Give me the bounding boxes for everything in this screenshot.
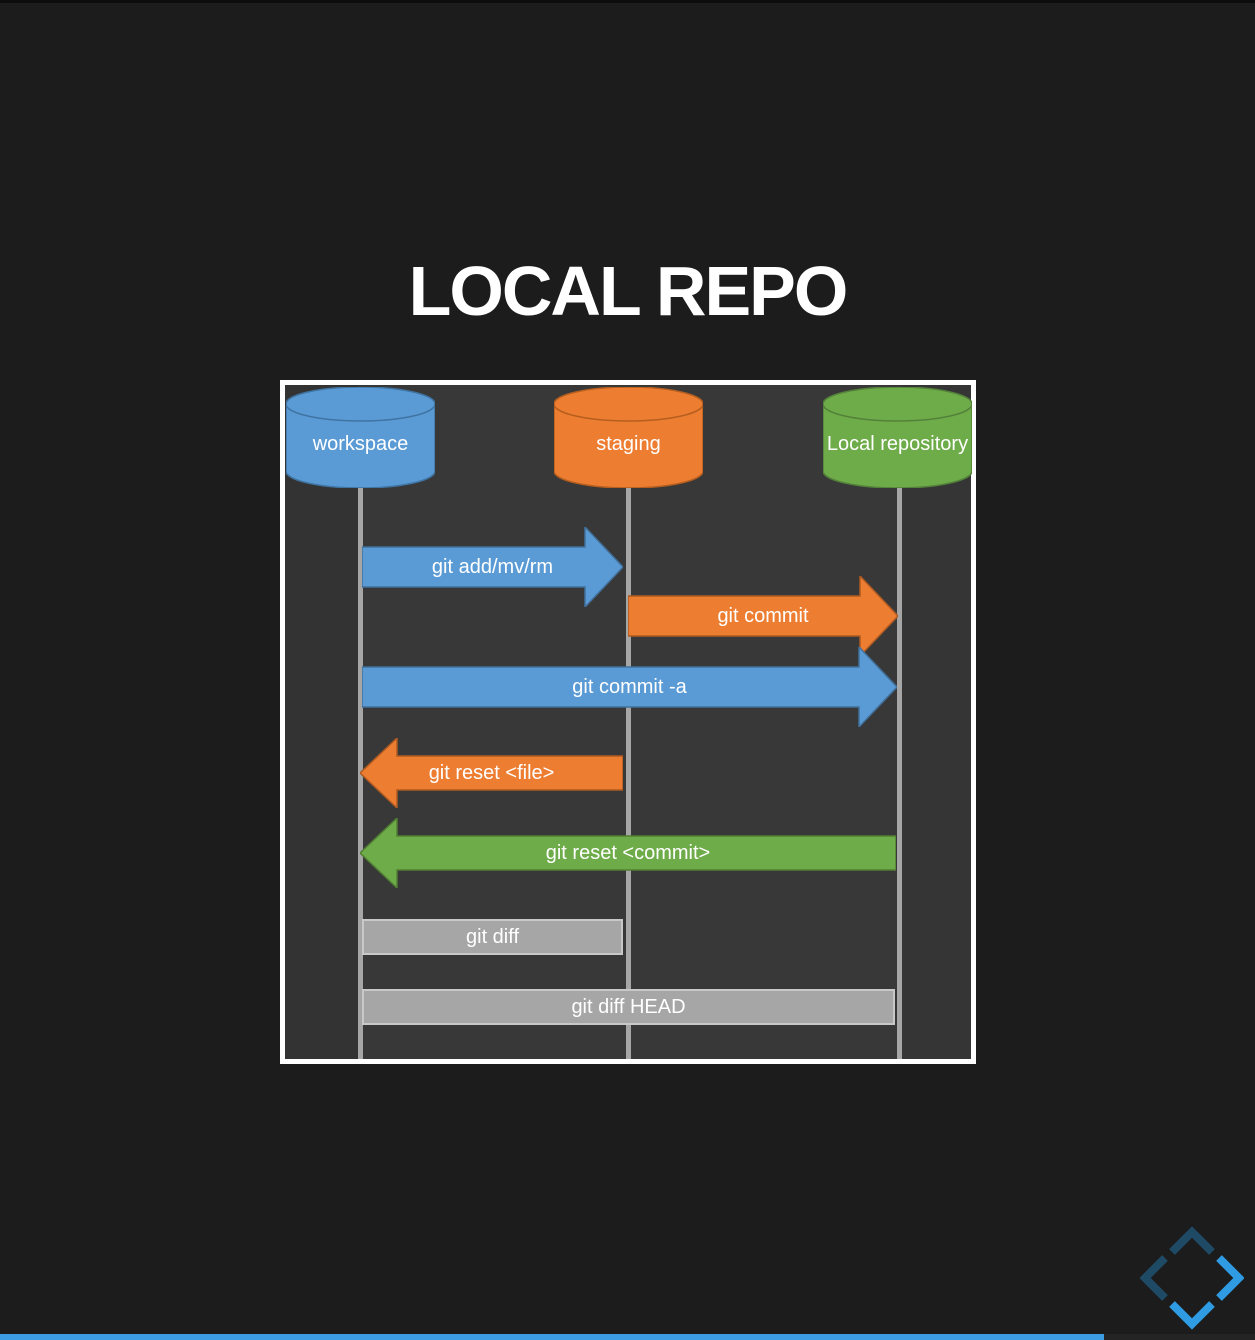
arrow-label: git add/mv/rm (431, 555, 554, 578)
local-repository-lifeline (897, 485, 902, 1059)
bar-git-diff-head: git diff HEAD (362, 989, 895, 1025)
bar-label: git diff HEAD (571, 995, 686, 1018)
progress-bar-fill (0, 1334, 1105, 1340)
node-label: workspace (312, 432, 409, 455)
node-label: staging (596, 432, 661, 455)
cylinder-body (554, 403, 703, 488)
cylinder-top (554, 387, 703, 422)
cylinder-body (823, 403, 972, 488)
lane-tint (902, 385, 971, 1059)
git-local-repo-diagram: git add/mv/rm git commit git commit -a g… (280, 380, 976, 1064)
staging-node: staging (554, 387, 703, 488)
arrow-git-reset-file: git reset <file> (360, 738, 623, 808)
right-arrow-shape (362, 647, 897, 727)
cylinder-body (286, 403, 435, 488)
arrow-label: git reset <commit> (545, 841, 711, 864)
arrow-label: git reset <file> (428, 761, 555, 784)
arrow-git-commit: git commit (628, 576, 898, 656)
bar-label: git diff (466, 925, 519, 948)
nav-right-icon[interactable] (1216, 1255, 1244, 1301)
arrow-label: git commit -a (572, 675, 687, 698)
arrow-label: git commit (717, 604, 809, 627)
slide-nav-control (1140, 1226, 1244, 1330)
node-label: Local repository (826, 432, 969, 455)
left-arrow-shape (360, 818, 896, 888)
nav-down-icon[interactable] (1169, 1301, 1215, 1330)
workspace-node: workspace (286, 387, 435, 488)
window-top-edge (0, 0, 1255, 3)
progress-bar-track (0, 1334, 1255, 1340)
right-arrow-shape (628, 576, 898, 656)
cylinder-top (823, 387, 972, 422)
staging-lifeline (626, 485, 631, 1059)
nav-left-icon[interactable] (1140, 1255, 1168, 1301)
cylinder-top (286, 387, 435, 422)
local-repository-node: Local repository (823, 387, 972, 488)
arrow-git-reset-commit: git reset <commit> (360, 818, 896, 888)
slide-title: LOCAL REPO (408, 252, 849, 330)
lane-tint (285, 385, 358, 1059)
arrow-git-commit-a: git commit -a (362, 647, 897, 727)
arrow-git-add-mv-rm: git add/mv/rm (362, 527, 623, 607)
nav-up-icon[interactable] (1169, 1226, 1215, 1255)
right-arrow-shape (362, 527, 623, 607)
left-arrow-shape (360, 738, 623, 808)
bar-git-diff: git diff (362, 919, 623, 955)
